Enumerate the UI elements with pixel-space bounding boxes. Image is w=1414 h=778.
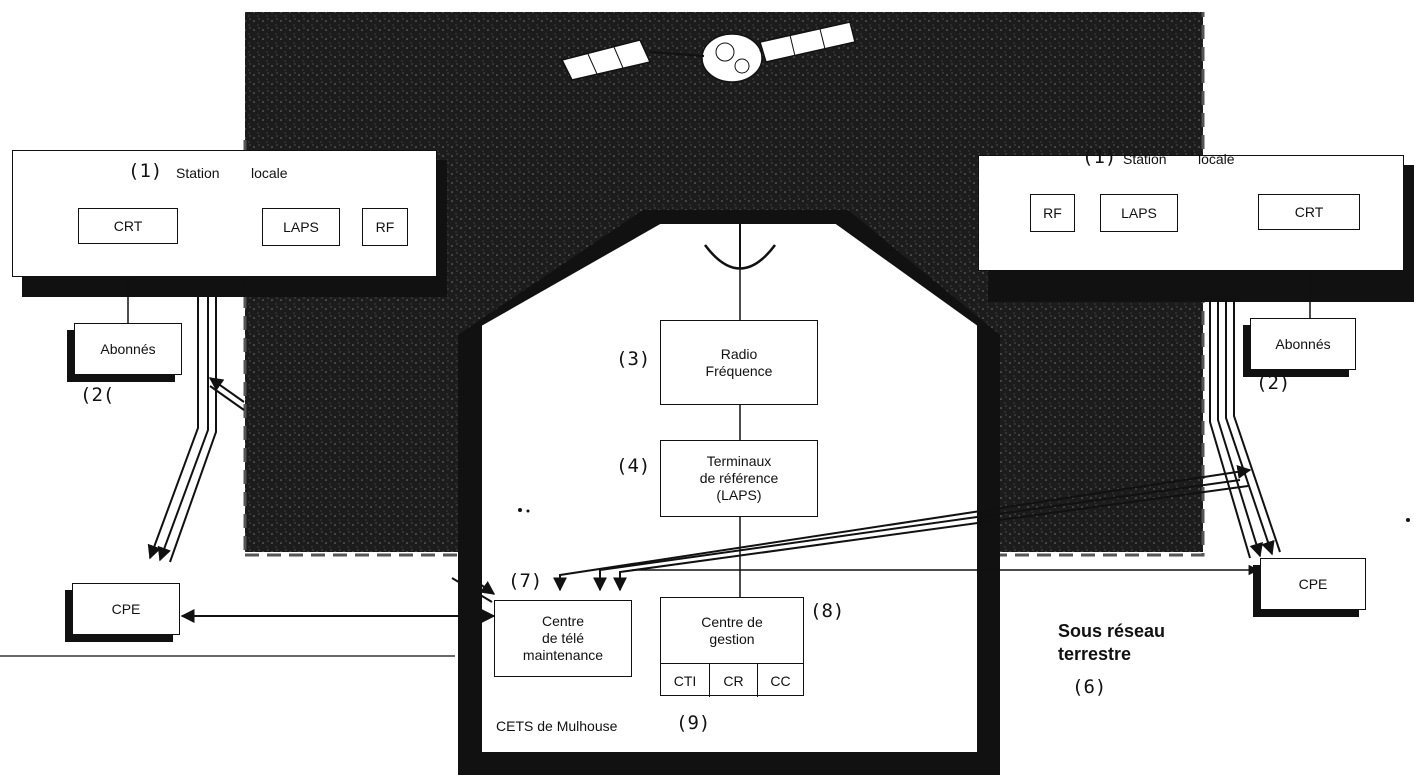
left-subscribers-number: (2( bbox=[80, 384, 115, 406]
terminals-number: (4) bbox=[616, 455, 651, 477]
unit-cc: CC bbox=[757, 664, 803, 697]
radio-number: (3) bbox=[616, 348, 651, 370]
right-rf-box: RF bbox=[1030, 194, 1075, 232]
reference-terminals-box: Terminaux de référence (LAPS) bbox=[660, 440, 818, 517]
terrestrial-subnetwork-label: Sous réseau terrestre bbox=[1058, 621, 1166, 665]
tele-maintenance-box: Centre de télé maintenance bbox=[494, 600, 632, 677]
left-station-number: (1) bbox=[128, 160, 163, 182]
cpe-right-box: CPE bbox=[1260, 558, 1366, 610]
left-rf-box: RF bbox=[362, 208, 408, 246]
right-station-label-left: Station bbox=[1123, 151, 1167, 167]
right-subscribers-box: Abonnés bbox=[1250, 318, 1356, 370]
satellite-icon bbox=[560, 21, 856, 83]
right-subscribers-number: (2) bbox=[1256, 372, 1291, 394]
cpe-left-box: CPE bbox=[72, 583, 180, 635]
management-number: (8) bbox=[810, 600, 845, 622]
right-crt-box: CRT bbox=[1258, 194, 1360, 230]
management-center: Centre de gestion CTI CR CC bbox=[660, 597, 804, 697]
radio-frequency-box: Radio Fréquence bbox=[660, 320, 818, 405]
left-crt-box: CRT bbox=[78, 208, 178, 244]
cets-site-number: (9) bbox=[676, 712, 711, 734]
left-station-label-right: locale bbox=[251, 165, 288, 181]
left-station-label-left: Station bbox=[176, 165, 220, 181]
unit-cr: CR bbox=[709, 664, 757, 697]
right-station-number: (1) bbox=[1082, 146, 1117, 168]
right-laps-box: LAPS bbox=[1100, 194, 1178, 232]
unit-cti: CTI bbox=[673, 672, 697, 689]
management-center-label: Centre de gestion bbox=[701, 613, 763, 647]
terrestrial-subnetwork-number: (6) bbox=[1072, 676, 1107, 698]
cets-site-label: CETS de Mulhouse bbox=[496, 718, 618, 734]
right-station-label-right: locale bbox=[1198, 151, 1235, 167]
left-laps-box: LAPS bbox=[262, 208, 340, 246]
management-units: CTI CR CC bbox=[661, 663, 803, 697]
left-subscribers-box: Abonnés bbox=[74, 323, 182, 375]
maintenance-number: (7) bbox=[508, 570, 543, 592]
